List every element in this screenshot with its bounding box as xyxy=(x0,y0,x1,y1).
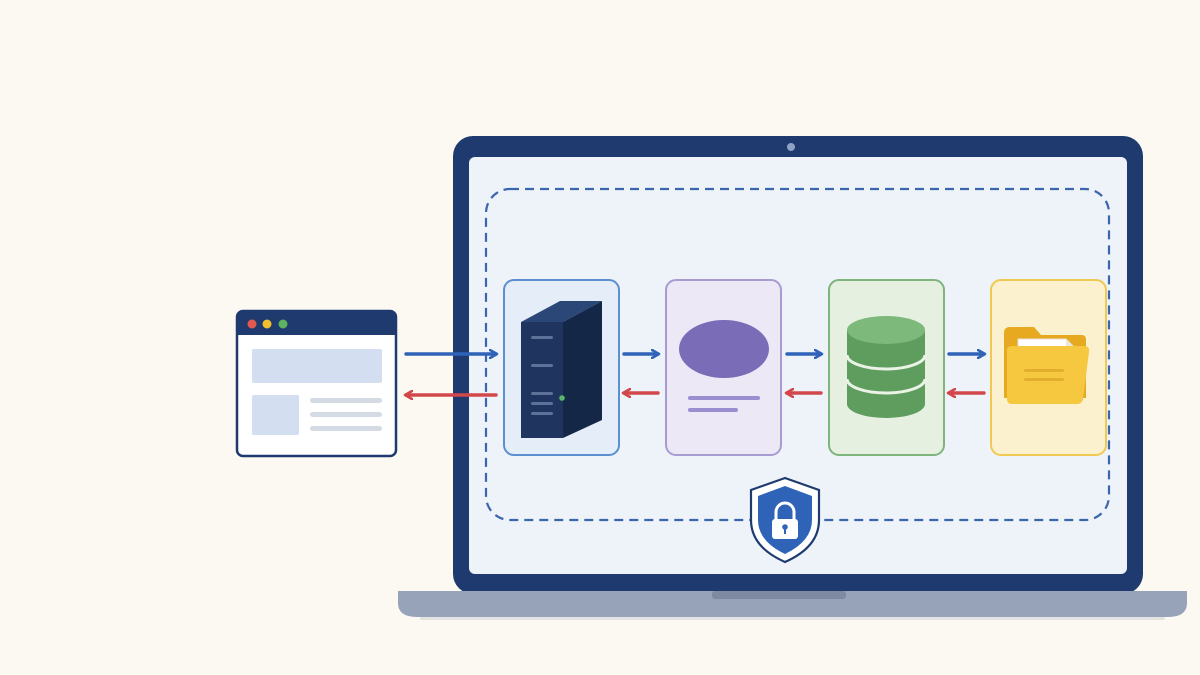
laptop xyxy=(398,136,1187,620)
laptop-base-shadow xyxy=(420,617,1165,620)
database-icon xyxy=(845,316,927,418)
window-text-line xyxy=(310,426,382,431)
window-banner-block xyxy=(252,349,382,383)
window-text-line xyxy=(310,412,382,417)
folder-icon xyxy=(1004,327,1090,404)
window-minimize-dot xyxy=(262,319,272,329)
window-image-block xyxy=(252,395,299,435)
shield-lock-icon xyxy=(749,476,821,564)
laptop-camera xyxy=(787,143,795,151)
window-close-dot xyxy=(247,319,257,329)
laptop-screen xyxy=(469,157,1127,574)
browser-window-icon xyxy=(235,309,398,458)
server-tower-icon xyxy=(521,301,602,438)
flow-arrows xyxy=(406,354,984,395)
application-icon xyxy=(679,320,769,412)
window-text-line xyxy=(310,398,382,403)
window-maximize-dot xyxy=(278,319,288,329)
laptop-base xyxy=(398,591,1187,617)
laptop-notch xyxy=(712,591,846,599)
